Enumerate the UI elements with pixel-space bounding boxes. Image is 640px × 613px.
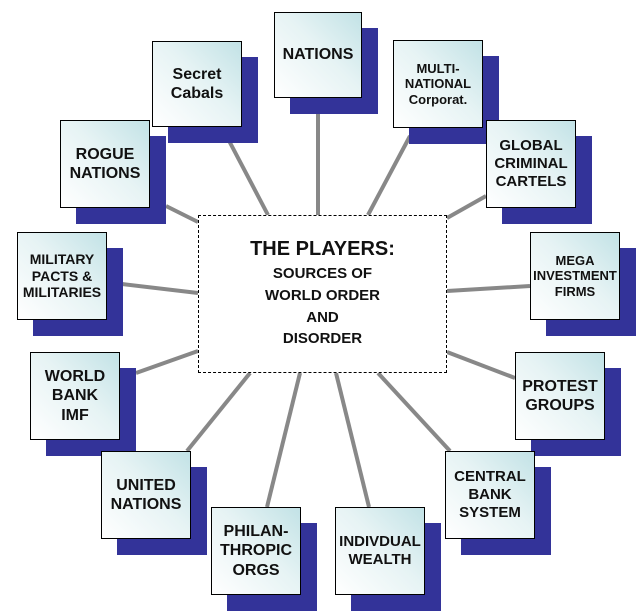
node-label: WORLD BANK IMF [44,368,106,424]
node-box: UNITED NATIONS [101,451,191,539]
connector-world-bank-imf [135,349,199,375]
center-title: THE PLAYERS: [250,238,395,260]
connector-protest-groups [446,350,516,380]
connector-mega-investment-firms [446,284,531,293]
node-box: PHILAN- THROPIC ORGS [211,507,301,595]
connector-military-pacts [121,282,199,295]
connector-united-nations [185,371,252,453]
node-label: PHILAN- THROPIC ORGS [220,523,292,579]
node-box: MILITARY PACTS & MILITARIES [17,232,107,320]
node-label: NATIONS [282,46,354,64]
node-label: PROTEST GROUPS [522,377,598,414]
node-label: MEGA INVESTMENT FIRMS [533,252,617,299]
center-node: THE PLAYERS: SOURCES OF WORLD ORDER AND … [198,215,447,373]
connector-multinational-corporations [366,135,412,216]
node-box: PROTEST GROUPS [515,352,605,440]
node-label: ROGUE NATIONS [69,145,141,182]
node-box: MEGA INVESTMENT FIRMS [530,232,620,320]
node-box: NATIONS [274,12,362,98]
node-label: GLOBAL CRIMINAL CARTELS [494,137,568,190]
node-box: MULTI- NATIONAL Corporat. [393,40,483,128]
node-box: WORLD BANK IMF [30,352,120,440]
node-box: Secret Cabals [152,41,242,127]
connector-secret-cabals [224,134,270,216]
node-label: MILITARY PACTS & MILITARIES [22,250,102,301]
node-label: CENTRAL BANK SYSTEM [454,468,526,521]
connector-philanthropic-orgs [265,372,302,508]
connector-rogue-nations [165,204,199,224]
node-label: INDIVDUAL WEALTH [339,533,421,568]
connector-global-criminal-cartels [446,194,487,220]
node-box: ROGUE NATIONS [60,120,150,208]
node-label: UNITED NATIONS [110,476,182,513]
center-subtitle: SOURCES OF WORLD ORDER AND DISORDER [265,265,380,348]
connector-central-bank-system [376,371,452,453]
connector-individual-wealth [334,372,371,508]
node-box: GLOBAL CRIMINAL CARTELS [486,120,576,208]
node-label: Secret Cabals [170,65,224,102]
node-box: CENTRAL BANK SYSTEM [445,451,535,539]
node-label: MULTI- NATIONAL Corporat. [404,60,472,107]
node-box: INDIVDUAL WEALTH [335,507,425,595]
